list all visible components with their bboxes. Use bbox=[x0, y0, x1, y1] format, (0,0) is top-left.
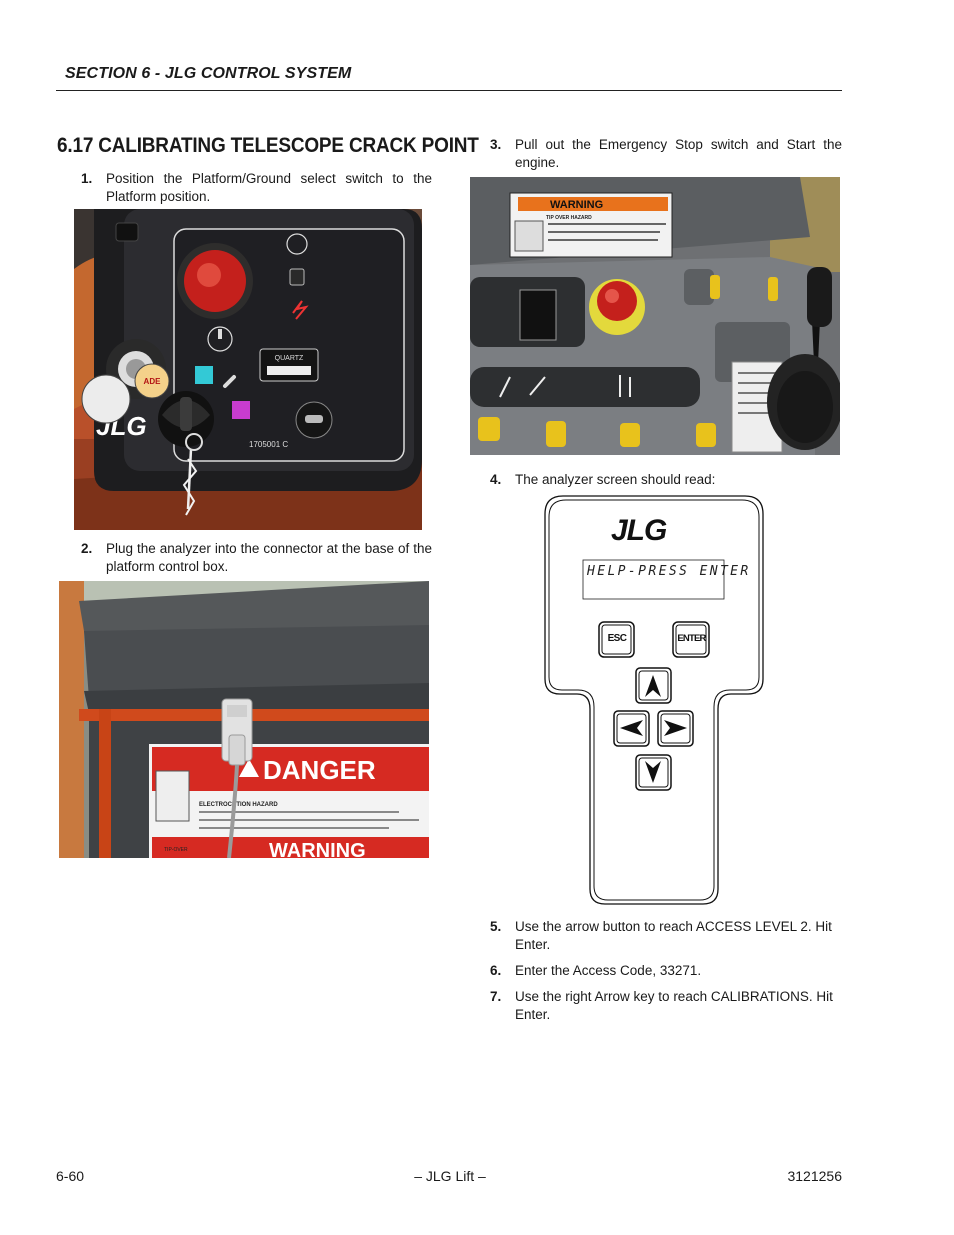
analyzer-diagram: JLG HELP-PRESS ENTER ESC ENTER bbox=[543, 494, 765, 906]
header-divider bbox=[56, 90, 842, 91]
enter-button-label[interactable]: ENTER bbox=[677, 633, 706, 644]
step-text: Use the right Arrow key to reach CALIBRA… bbox=[515, 989, 833, 1022]
connector-illustration: DANGER ELECTROCUTION HAZARD WARNING TIP-… bbox=[59, 581, 429, 858]
up-arrow-button[interactable] bbox=[635, 667, 672, 704]
panel-part-number: 1705001 C bbox=[249, 440, 288, 449]
step-7: 7. Use the right Arrow key to reach CALI… bbox=[490, 988, 842, 1024]
step-text: The analyzer screen should read: bbox=[515, 472, 716, 487]
step-number: 3. bbox=[490, 137, 502, 152]
step-number: 1. bbox=[81, 171, 93, 186]
step-number: 2. bbox=[81, 541, 93, 556]
ade-badge-label: ADE bbox=[144, 377, 162, 386]
step-number: 6. bbox=[490, 963, 502, 978]
step-6: 6. Enter the Access Code, 33271. bbox=[490, 962, 842, 980]
tip-over-hazard-label: TIP OVER HAZARD bbox=[546, 215, 592, 221]
section-heading: 6.17 CALIBRATING TELESCOPE CRACK POINT bbox=[57, 134, 479, 158]
step-text: Plug the analyzer into the connector at … bbox=[106, 541, 432, 574]
step-4: 4. The analyzer screen should read: bbox=[490, 471, 842, 489]
ground-control-panel-photo: WARNING TIP OVER HAZARD bbox=[470, 177, 840, 455]
step-3: 3. Pull out the Emergency Stop switch an… bbox=[490, 136, 842, 172]
step-text: Enter the Access Code, 33271. bbox=[515, 963, 702, 978]
step-1: 1. Position the Platform/Ground select s… bbox=[81, 170, 432, 206]
tip-over-label: TIP-OVER bbox=[164, 847, 188, 853]
left-arrow-button[interactable] bbox=[613, 710, 650, 747]
control-panel-illustration: QUARTZ JLG 1705001 C ADE bbox=[74, 209, 422, 530]
hour-meter-label: QUARTZ bbox=[275, 355, 304, 362]
esc-button-label[interactable]: ESC bbox=[607, 633, 627, 644]
analyzer-jlg-logo: JLG bbox=[611, 514, 667, 547]
step-5: 5. Use the arrow button to reach ACCESS … bbox=[490, 918, 842, 954]
step-number: 4. bbox=[490, 472, 502, 487]
danger-label: DANGER bbox=[263, 755, 376, 785]
step-text: Pull out the Emergency Stop switch and S… bbox=[515, 137, 842, 170]
step-text: Position the Platform/Ground select swit… bbox=[106, 171, 432, 204]
ground-panel-illustration: WARNING TIP OVER HAZARD bbox=[470, 177, 840, 455]
down-arrow-button[interactable] bbox=[635, 754, 672, 791]
footer-doc-number: 3121256 bbox=[787, 1168, 842, 1184]
right-arrow-button[interactable] bbox=[657, 710, 694, 747]
analyzer-screen-text: HELP-PRESS ENTER bbox=[587, 564, 751, 579]
warning-label: WARNING bbox=[550, 199, 603, 211]
section-header-title: SECTION 6 - JLG CONTROL SYSTEM bbox=[65, 65, 352, 82]
step-number: 5. bbox=[490, 919, 502, 934]
warning-label: WARNING bbox=[269, 840, 366, 858]
step-number: 7. bbox=[490, 989, 502, 1004]
analyzer-connector-photo: DANGER ELECTROCUTION HAZARD WARNING TIP-… bbox=[59, 581, 429, 858]
step-2: 2. Plug the analyzer into the connector … bbox=[81, 540, 432, 576]
footer-page-number: 6-60 bbox=[56, 1168, 85, 1184]
platform-control-panel-photo: QUARTZ JLG 1705001 C ADE bbox=[74, 209, 422, 530]
footer-center-text: – JLG Lift – bbox=[414, 1168, 486, 1184]
electrocution-hazard-label: ELECTROCUTION HAZARD bbox=[199, 802, 278, 808]
analyzer-outline bbox=[544, 495, 764, 905]
step-text: Use the arrow button to reach ACCESS LEV… bbox=[515, 919, 832, 952]
